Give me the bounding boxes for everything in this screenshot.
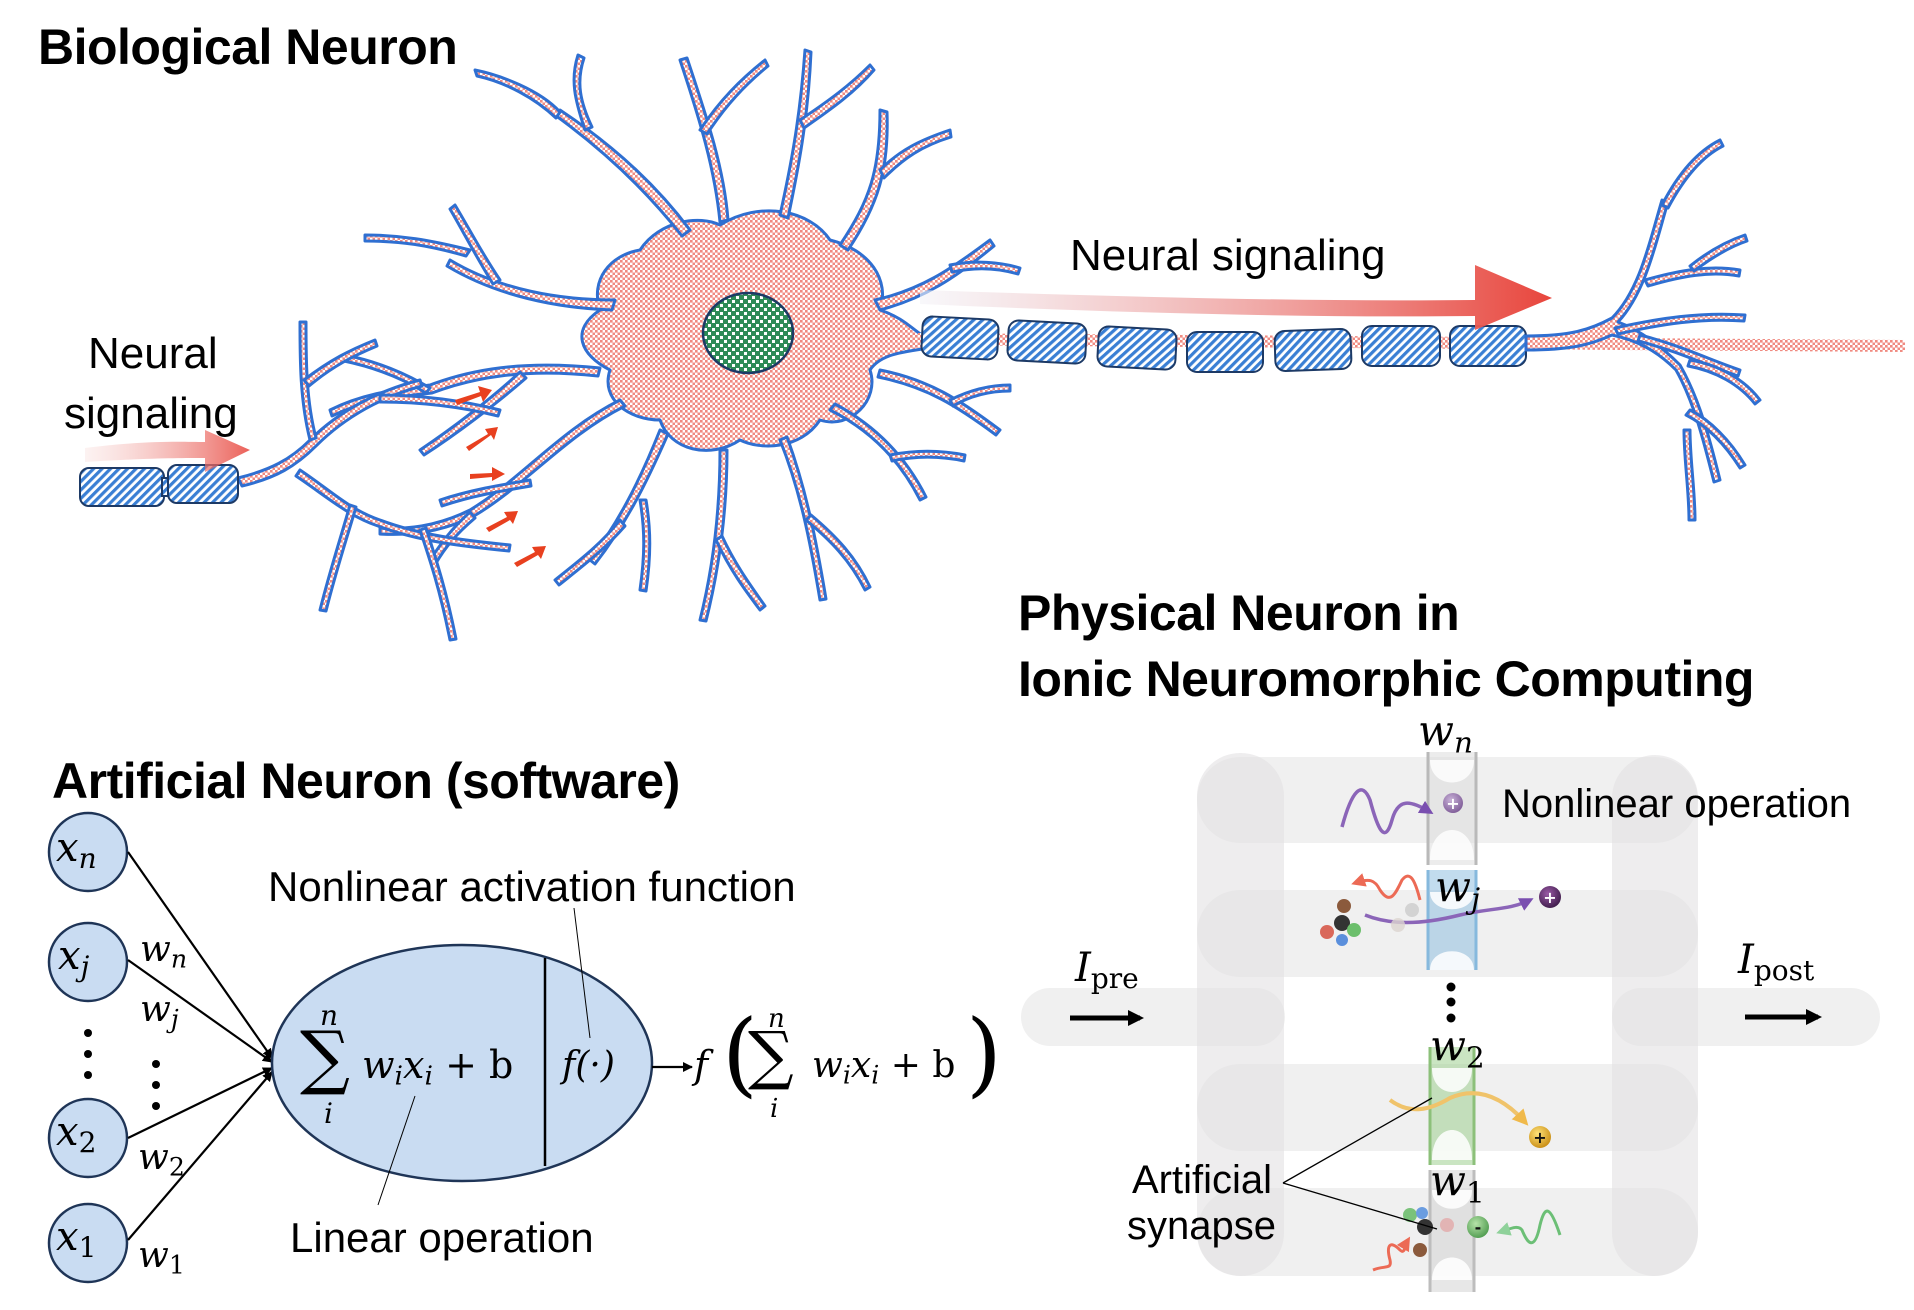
input-node-x1	[47, 1202, 129, 1284]
synapse-wj	[1426, 870, 1478, 970]
sum-upper-n: n	[320, 999, 339, 1032]
edge-wj	[127, 959, 273, 1063]
nonlinear-operation-label: Nonlinear operation	[1502, 782, 1852, 826]
axon-myelin	[918, 315, 1905, 373]
molecule-wj	[1320, 899, 1419, 946]
edge-w2	[127, 1067, 273, 1139]
edge-w1	[127, 1071, 273, 1241]
neuron-body	[270, 943, 654, 1183]
output-open-paren: (	[722, 1000, 758, 1107]
output-close-paren: )	[966, 1000, 1002, 1107]
edge-wn	[127, 851, 273, 1059]
svg-text:+: +	[1446, 794, 1459, 813]
synapse-arrow-1	[455, 386, 492, 405]
weight-label-w1: w1	[138, 1235, 185, 1280]
artificial-neuron-title: Artificial Neuron (software)	[52, 753, 680, 809]
output-sum-symbol: ∑	[748, 1019, 794, 1093]
input-dendrites	[236, 320, 533, 642]
input-node-xj	[47, 921, 129, 1003]
output-sum-upper: n	[768, 1004, 785, 1034]
weight-label-wn: wn	[140, 929, 188, 974]
synaptic-input-arrows	[455, 386, 546, 567]
synapse-arrow-4	[486, 511, 518, 532]
input-signal-label-line2: signaling	[64, 389, 238, 438]
ion-wn: +	[1443, 793, 1463, 813]
synapse-arrow-3	[470, 467, 505, 481]
physical-neuron-title-line2: Ionic Neuromorphic Computing	[1018, 651, 1754, 707]
output-current-label: Ipost	[1738, 937, 1815, 987]
input-signal-arrow	[85, 430, 250, 472]
weight-label-phys-w2: w2	[1430, 1021, 1485, 1075]
artificial-synapse-label-line1: Artificial	[1132, 1158, 1273, 1202]
activation-function-label: Nonlinear activation function	[268, 863, 796, 910]
input-current-label: Ipre	[1075, 945, 1139, 995]
input-signal-label-line1: Neural	[88, 329, 218, 378]
output-sum-lower: i	[770, 1094, 779, 1124]
ion-path-wn	[1340, 788, 1434, 835]
input-node-x2	[47, 1097, 129, 1179]
molecule-w1	[1403, 1207, 1454, 1257]
weight-label-phys-w1: w1	[1430, 1156, 1485, 1210]
input-label-xj: xj	[58, 933, 90, 983]
weight-label-phys-wn: wn	[1418, 706, 1473, 760]
svg-text:+: +	[1543, 888, 1556, 907]
synapse-ellipsis	[1446, 982, 1456, 1023]
output-linear-expression: wixi + b	[812, 1045, 956, 1090]
synapse-leader-lower	[1282, 1182, 1438, 1230]
svg-text:+: +	[1533, 1128, 1546, 1147]
sum-symbol: ∑	[300, 1016, 350, 1098]
artificial-neuron-diagram	[47, 811, 693, 1284]
output-signal-label: Neural signaling	[1070, 231, 1386, 280]
weight-label-phys-wj: wj	[1435, 862, 1481, 916]
channel-presynaptic-column	[1197, 753, 1284, 1276]
output-f: f	[694, 1043, 709, 1087]
ion-w2: +	[1529, 1126, 1551, 1148]
synapse-arrow-2	[466, 427, 498, 451]
synapse-arrow-5	[514, 546, 546, 567]
channel-postsynaptic-column	[1612, 755, 1698, 1276]
synapse-w1	[1428, 1170, 1476, 1292]
linear-operation-label: Linear operation	[290, 1214, 594, 1261]
ion-path-w1-green	[1496, 1209, 1562, 1244]
output-signal-arrow	[920, 265, 1552, 330]
axon-terminal	[1524, 138, 1762, 522]
artificial-synapse-label-line2: synapse	[1127, 1204, 1276, 1248]
biological-neuron-title: Biological Neuron	[38, 19, 458, 75]
svg-text:-: -	[1475, 1218, 1482, 1237]
ion-path-w1-red	[1372, 1236, 1411, 1272]
synapse-leader-upper	[1282, 1097, 1433, 1184]
ion-path-w2	[1388, 1091, 1529, 1126]
input-label-x1: x1	[56, 1214, 97, 1264]
activation-expression: f(·)	[562, 1045, 615, 1086]
nucleus	[701, 291, 795, 375]
ion-wj: +	[1539, 886, 1561, 908]
biological-neuron-illustration	[79, 48, 1905, 642]
input-myelin	[79, 464, 239, 507]
weight-label-wj: wj	[140, 989, 179, 1034]
weight-label-w2: w2	[138, 1137, 185, 1182]
ion-path-wj-in	[1351, 873, 1422, 901]
ion-w1: -	[1467, 1216, 1489, 1238]
linear-leader	[377, 1095, 416, 1206]
linear-expression: wixi + b	[362, 1043, 514, 1092]
input-label-x2: x2	[56, 1109, 97, 1159]
sum-lower-i: i	[324, 1097, 333, 1130]
physical-neuron-title-line1: Physical Neuron in	[1018, 585, 1460, 641]
input-node-xn	[47, 811, 129, 893]
activation-leader	[573, 907, 591, 1039]
ion-path-wj-out	[1364, 898, 1534, 925]
input-label-xn: xn	[56, 825, 97, 875]
